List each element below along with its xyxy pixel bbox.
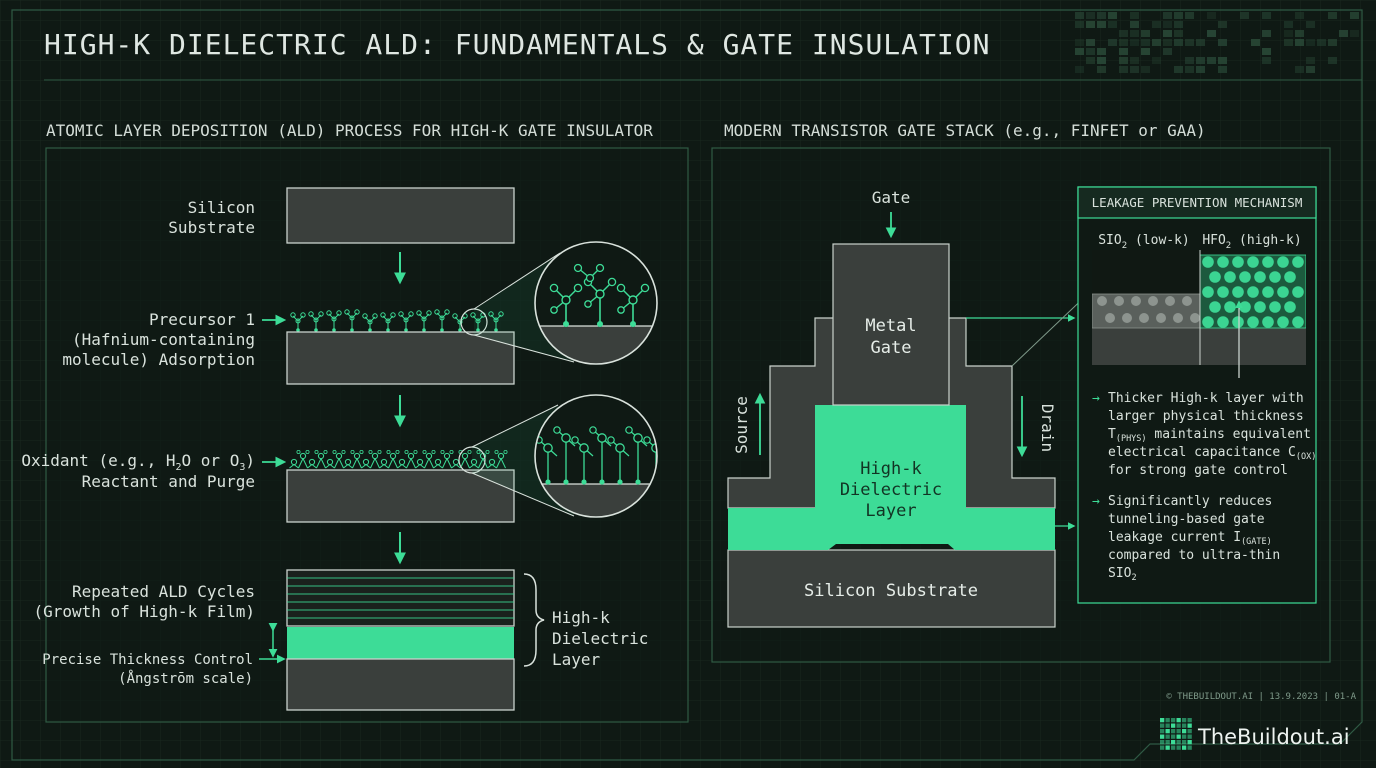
right-panel-heading: MODERN TRANSISTOR GATE STACK (e.g., FINF…	[724, 121, 1206, 140]
metal-gate-label-line2: Gate	[871, 338, 912, 358]
zoom-callout-precursor	[460, 241, 658, 365]
inset-title: LEAKAGE PREVENTION MECHANISM	[1092, 195, 1303, 210]
bracket	[523, 573, 545, 667]
step1-label-line1: Silicon	[188, 198, 255, 217]
svg-text:compared to ultra-thin: compared to ultra-thin	[1108, 548, 1280, 563]
svg-text:SIO2: SIO2	[1108, 566, 1137, 583]
step2-label-line2: (Hafnium-containing	[72, 330, 255, 349]
ald-cycle-layers	[286, 569, 515, 627]
high-k-label: HFO2 (high-k)	[1202, 233, 1301, 251]
angstrom-scale-label: (Ångstrōm scale)	[118, 670, 253, 687]
substrate-label: Silicon Substrate	[804, 581, 978, 601]
substrate-block-step3	[286, 469, 515, 523]
step2-label-line1: Precursor 1	[149, 310, 255, 329]
svg-text:Thicker High-k layer with: Thicker High-k layer with	[1108, 391, 1304, 406]
thickness-control-label: Precise Thickness Control	[42, 652, 253, 668]
svg-text:for strong gate control: for strong gate control	[1108, 463, 1288, 478]
dielectric-label-line1: High-k	[860, 459, 921, 479]
step4-label-line2: (Growth of High-k Film)	[33, 602, 255, 621]
drain-label: Drain	[1038, 404, 1057, 452]
step3-label-line2: Reactant and Purge	[82, 472, 255, 491]
step4-label-line1: Repeated ALD Cycles	[72, 582, 255, 601]
zoom-callout-oxidant	[458, 394, 658, 518]
metal-gate	[832, 243, 950, 406]
outer-frame	[11, 9, 1363, 761]
page-title: HIGH-K DIELECTRIC ALD: FUNDAMENTALS & GA…	[44, 28, 990, 61]
high-k-dielectric-region	[728, 405, 1055, 550]
result-label-line2: Dielectric	[552, 629, 648, 648]
dielectric-comparison-diagram	[1092, 250, 1306, 365]
oxidant-molecules	[289, 449, 508, 469]
bullet2-text: Significantly reduces tunneling-based ga…	[1108, 494, 1280, 583]
svg-text:Significantly reduces: Significantly reduces	[1108, 494, 1272, 509]
svg-text:larger physical thickness: larger physical thickness	[1108, 409, 1304, 424]
high-k-film-layer	[287, 627, 514, 659]
substrate-block-step2	[286, 331, 515, 385]
source-label: Source	[732, 396, 751, 454]
gate-label: Gate	[872, 188, 911, 207]
substrate-block-step4	[286, 658, 515, 711]
left-panel-heading: ATOMIC LAYER DEPOSITION (ALD) PROCESS FO…	[46, 121, 653, 140]
result-label-line1: High-k	[552, 608, 610, 627]
footer-meta: © THEBUILDOUT.AI | 13.9.2023 | 01-A	[1166, 692, 1356, 702]
precursor-molecules	[290, 309, 504, 332]
step3-label-line1: Oxidant (e.g., H2O or O3)	[21, 451, 255, 473]
silicon-substrate	[727, 549, 1056, 628]
dielectric-label-line3: Layer	[865, 501, 916, 521]
dielectric-label-line2: Dielectric	[840, 480, 942, 500]
low-k-label: SIO2 (low-k)	[1098, 233, 1190, 251]
svg-text:leakage current I(GATE): leakage current I(GATE)	[1108, 530, 1272, 547]
svg-text:tunneling-based gate: tunneling-based gate	[1108, 512, 1265, 527]
bullet1-text: Thicker High-k layer with larger physica…	[1108, 391, 1316, 478]
silicon-substrate-block	[286, 187, 515, 244]
step1-label-line2: Substrate	[168, 218, 255, 237]
svg-text:T(PHYS) maintains equivalent: T(PHYS) maintains equivalent	[1108, 427, 1311, 444]
brand-name: TheBuildout.ai	[1197, 725, 1350, 749]
result-label-line3: Layer	[552, 650, 601, 669]
transistor-gate-stack	[727, 243, 1056, 628]
bullet-arrow-icon: →	[1092, 391, 1100, 406]
metal-gate-label-line1: Metal	[865, 316, 916, 336]
step2-label-line3: molecule) Adsorption	[62, 350, 255, 369]
brand-logo-icon	[1160, 718, 1192, 750]
bullet-arrow-icon: →	[1092, 494, 1100, 509]
pixel-pattern-decoration	[1075, 12, 1359, 73]
svg-text:electrical capacitance C(OX): electrical capacitance C(OX)	[1108, 445, 1316, 462]
